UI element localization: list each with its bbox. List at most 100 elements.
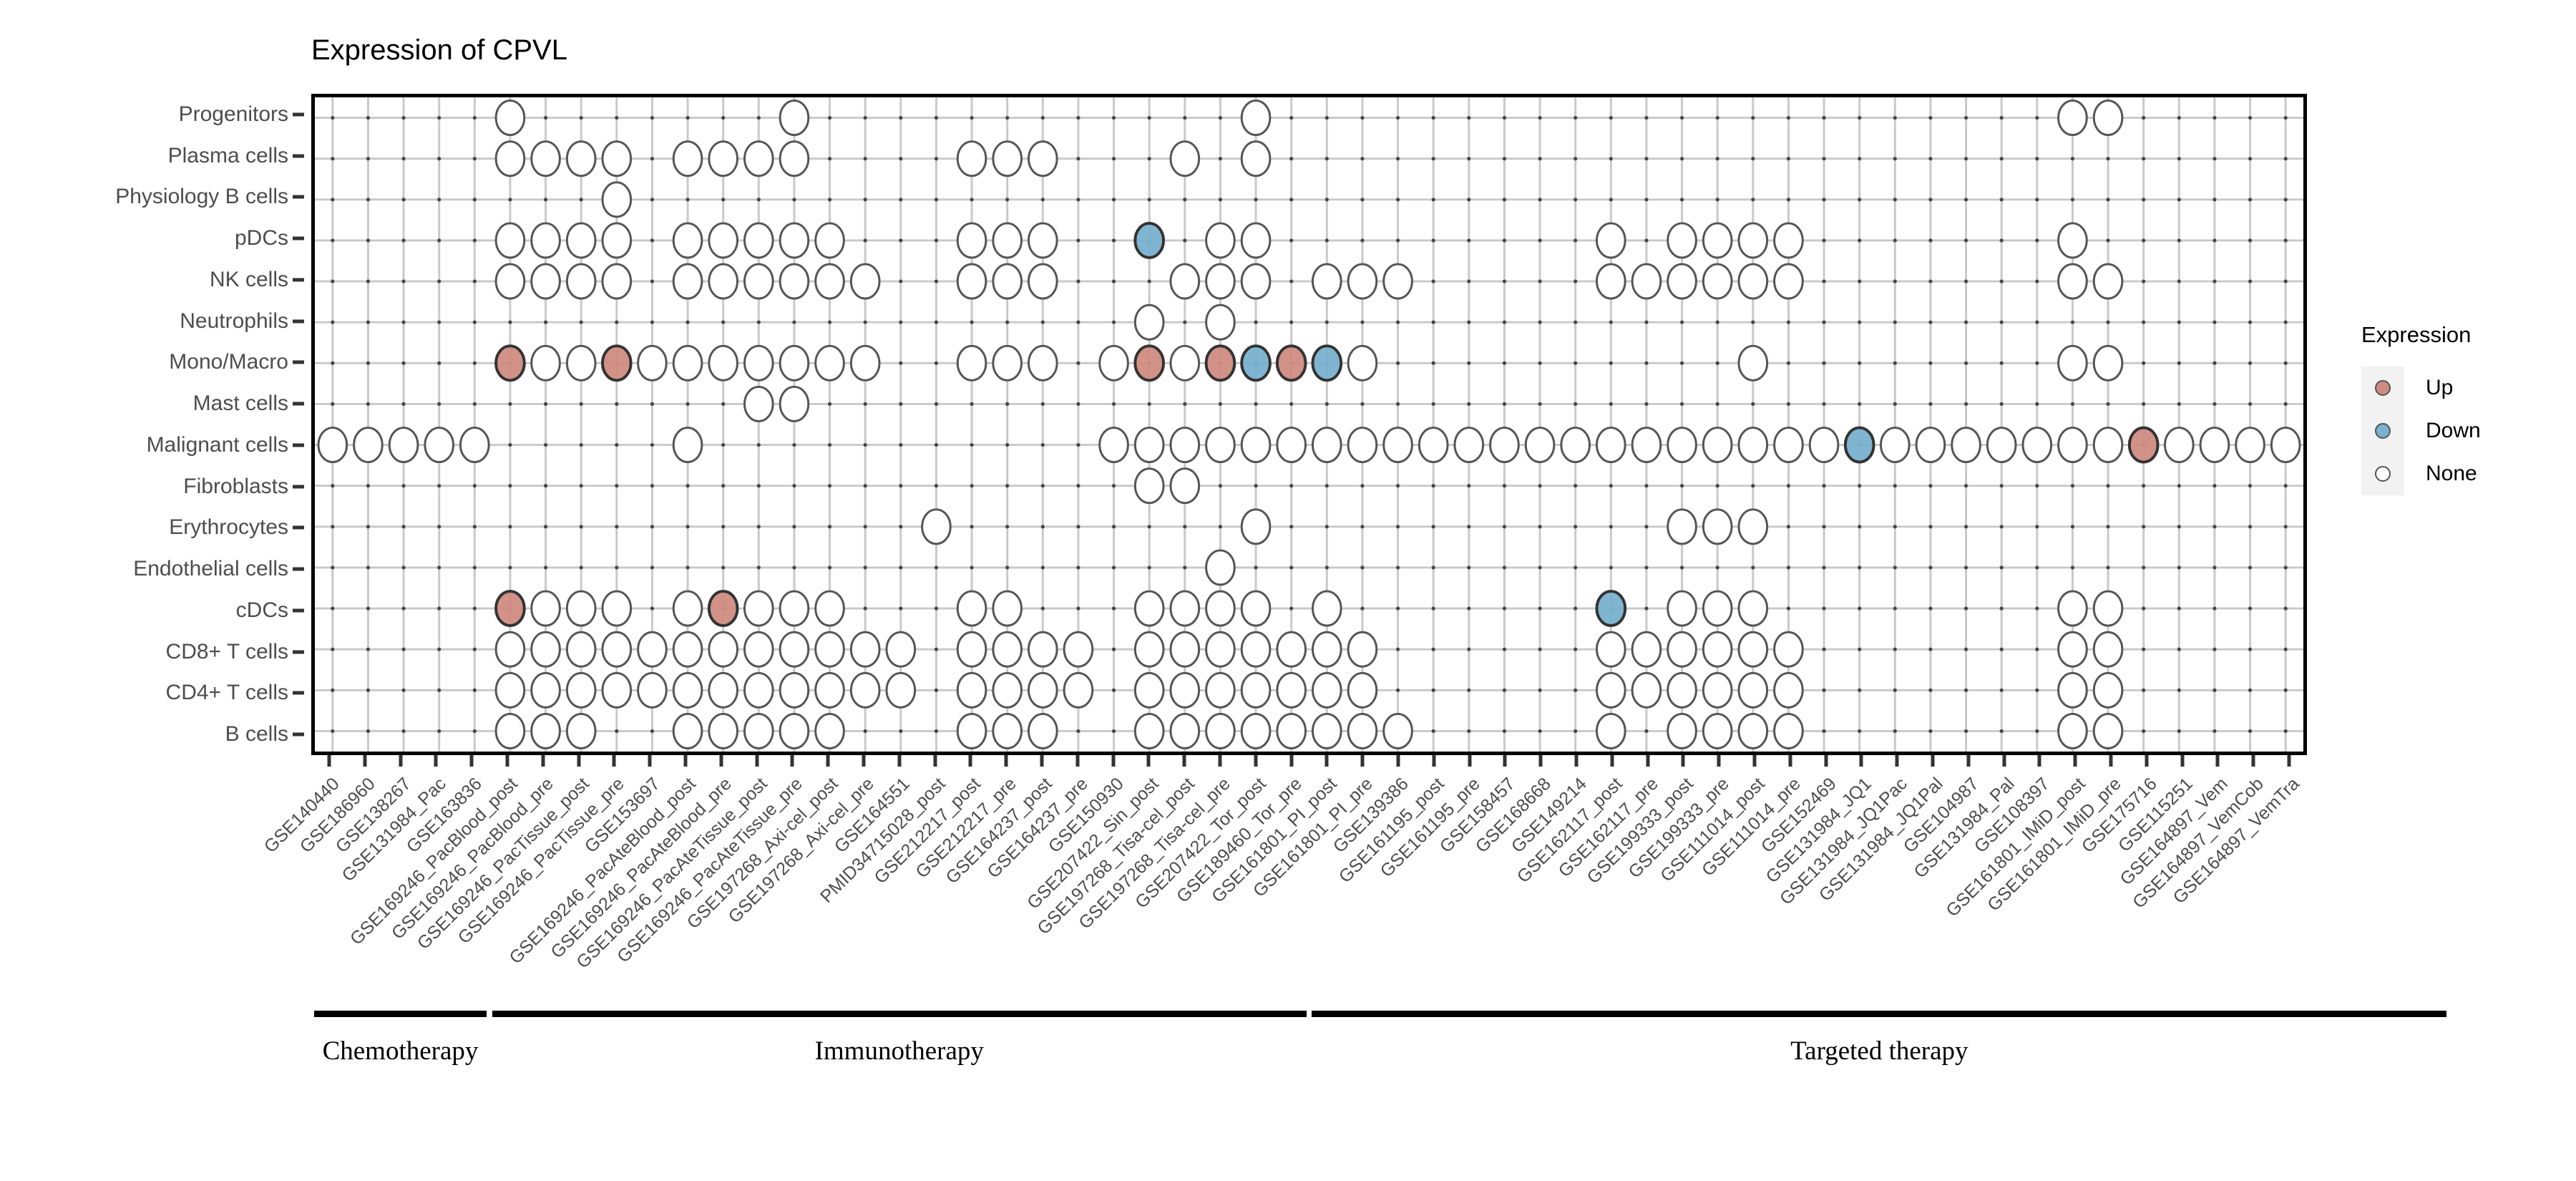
dot-cell — [1808, 427, 1840, 464]
dot-cell — [849, 631, 881, 668]
dot-cell — [601, 222, 633, 259]
dot-cell — [494, 344, 526, 382]
dot-cell — [2127, 426, 2160, 464]
dot-cell — [1560, 427, 1591, 464]
x-axis-tick-mark — [1717, 755, 1721, 767]
dot-cell — [779, 99, 810, 137]
y-axis-tick-mark — [293, 691, 304, 695]
x-axis-tick-mark — [897, 755, 902, 767]
dot-cell — [1595, 590, 1627, 628]
dot-cell — [1773, 671, 1804, 709]
dot-cell — [1133, 303, 1165, 341]
dot-cell — [1205, 222, 1236, 259]
y-axis-tick-mark — [293, 732, 304, 737]
dot-cell — [1027, 671, 1058, 709]
dot-cell — [1133, 671, 1165, 709]
dot-cell — [1311, 712, 1342, 749]
y-axis-tick-label: pDCs — [234, 226, 288, 251]
dot-cell — [1737, 508, 1769, 545]
dot-cell — [530, 590, 561, 627]
y-axis-tick-label: Fibroblasts — [183, 474, 288, 498]
x-axis-tick-mark — [2287, 755, 2291, 767]
dot-cell — [2057, 427, 2088, 464]
dot-cell — [814, 263, 845, 300]
dot-cell — [1311, 631, 1342, 668]
dot-cell — [707, 590, 739, 628]
dot-layer — [315, 97, 2303, 752]
x-axis-tick-mark — [1574, 755, 1579, 767]
dot-cell — [1595, 671, 1626, 709]
dot-cell — [779, 385, 810, 422]
dot-cell — [1240, 427, 1272, 464]
dot-cell — [1737, 263, 1769, 300]
dot-cell — [1169, 263, 1201, 300]
dot-cell — [992, 590, 1023, 627]
dot-cell — [1702, 590, 1733, 627]
therapy-group-label: Chemotherapy — [322, 1036, 479, 1066]
dot-cell — [1453, 427, 1485, 464]
dot-cell — [743, 385, 774, 422]
dot-cell — [530, 671, 561, 709]
x-axis-tick-mark — [1254, 755, 1258, 767]
x-axis-tick-mark — [755, 755, 759, 767]
dot-cell — [637, 671, 668, 709]
y-axis-tick-label: Mast cells — [192, 392, 288, 416]
dot-cell — [601, 590, 633, 627]
dot-cell — [779, 222, 810, 259]
dot-cell — [1063, 671, 1094, 709]
legend-swatch — [2361, 452, 2404, 495]
dot-cell — [1027, 712, 1058, 749]
dot-cell — [601, 671, 633, 709]
dot-cell — [600, 344, 633, 382]
dot-cell — [1063, 631, 1094, 668]
dot-cell — [1737, 712, 1769, 749]
dot-cell — [1951, 427, 1981, 464]
dot-cell — [2057, 344, 2088, 381]
dot-cell — [1169, 344, 1201, 381]
dot-cell — [565, 222, 597, 259]
dot-cell — [708, 631, 739, 668]
x-axis-tick-mark — [790, 755, 794, 767]
dot-cell — [601, 181, 633, 218]
legend-item[interactable]: Up — [2361, 366, 2576, 409]
dot-cell — [708, 712, 739, 749]
y-axis-tick-label: Malignant cells — [146, 432, 288, 457]
x-axis-tick-mark — [2215, 755, 2220, 767]
legend-item[interactable]: Down — [2361, 409, 2576, 452]
y-axis-tick-mark — [293, 650, 304, 654]
legend-item-label: Up — [2426, 376, 2454, 399]
legend-item[interactable]: None — [2361, 452, 2576, 495]
x-axis-tick-mark — [1859, 755, 1863, 767]
dot-cell — [956, 222, 987, 259]
dot-cell — [1879, 427, 1911, 464]
dot-cell — [1524, 427, 1556, 464]
dot-cell — [530, 344, 561, 381]
x-axis-tick-mark — [1468, 755, 1472, 767]
dot-cell — [921, 508, 952, 545]
dot-cell — [849, 263, 881, 300]
dot-cell — [1240, 712, 1272, 749]
dot-cell — [1275, 344, 1307, 382]
page-title: Expression of CPVL — [311, 34, 567, 66]
dot-cell — [992, 671, 1023, 709]
dot-cell — [459, 427, 490, 464]
x-axis-tick-mark — [434, 755, 438, 767]
dot-cell — [1667, 712, 1697, 749]
dot-cell — [2163, 427, 2195, 464]
dot-cell — [1098, 427, 1129, 464]
dot-cell — [2057, 222, 2088, 259]
x-axis-tick-mark — [968, 755, 972, 767]
dot-cell — [956, 263, 987, 300]
y-axis-tick-mark — [293, 112, 304, 117]
dot-cell — [814, 631, 845, 668]
therapy-group-label: Targeted therapy — [1790, 1036, 1968, 1066]
dot-cell — [814, 590, 845, 627]
x-axis-tick-mark — [648, 755, 652, 767]
dot-cell — [814, 222, 845, 259]
dot-cell — [1737, 222, 1769, 259]
dot-cell — [1382, 263, 1413, 300]
dot-cell — [1667, 508, 1697, 545]
y-axis-tick-label: cDCs — [235, 598, 288, 622]
dot-cell — [424, 427, 455, 464]
